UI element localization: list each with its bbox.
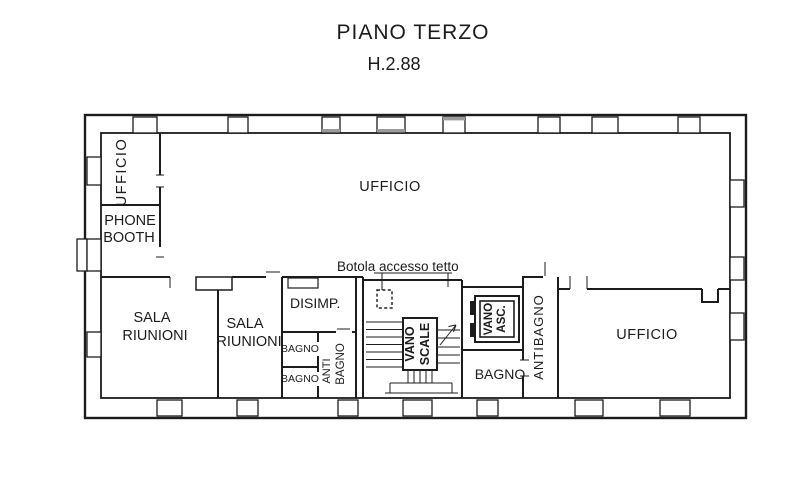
label-sala-riunioni2-line2: RIUNIONI xyxy=(216,334,281,350)
label-bagno-small-2: BAGNO xyxy=(281,373,319,385)
label-sala-riunioni2-line1: SALA xyxy=(226,316,263,332)
label-disimpegno: DISIMP. xyxy=(290,295,340,311)
plan-height-note: H.2.88 xyxy=(367,54,420,74)
label-antibagno-right: ANTIBAGNO xyxy=(531,294,546,380)
elevator: VANO ASC. xyxy=(470,295,520,343)
stairwell-label-2: SCALE xyxy=(418,323,432,365)
label-phone-booth-line1: PHONE xyxy=(104,213,156,229)
label-ufficio-top-left: UFFICIO xyxy=(114,138,130,207)
label-sala-riunioni1-line1: SALA xyxy=(133,310,170,326)
bottom-wall-windows xyxy=(156,399,691,417)
label-ufficio-main: UFFICIO xyxy=(359,179,421,195)
partition-walls xyxy=(101,133,730,398)
label-antibagno-left-line1: ANTI xyxy=(321,358,333,383)
label-phone-booth-line2: BOOTH xyxy=(103,230,155,246)
room-labels: UFFICIO PHONE BOOTH UFFICIO Botola acces… xyxy=(103,138,678,385)
right-wall-windows xyxy=(729,179,745,341)
elevator-label-2: ASC. xyxy=(496,305,508,332)
staircase: VANO SCALE xyxy=(366,272,460,394)
left-wall-windows xyxy=(76,156,102,358)
label-ufficio-right: UFFICIO xyxy=(616,327,678,343)
top-wall-windows xyxy=(132,116,701,134)
label-roof-hatch-note: Botola accesso tetto xyxy=(337,259,459,274)
label-bagno-right: BAGNO xyxy=(475,366,526,382)
elevator-label-1: VANO xyxy=(483,303,495,335)
roof-hatch xyxy=(374,272,452,309)
stairwell-label-1: VANO xyxy=(403,326,417,361)
plan-title: PIANO TERZO xyxy=(337,21,490,44)
label-antibagno-left-line2: BAGNO xyxy=(335,343,347,385)
label-bagno-small-1: BAGNO xyxy=(281,343,319,355)
label-sala-riunioni1-line2: RIUNIONI xyxy=(122,328,187,344)
